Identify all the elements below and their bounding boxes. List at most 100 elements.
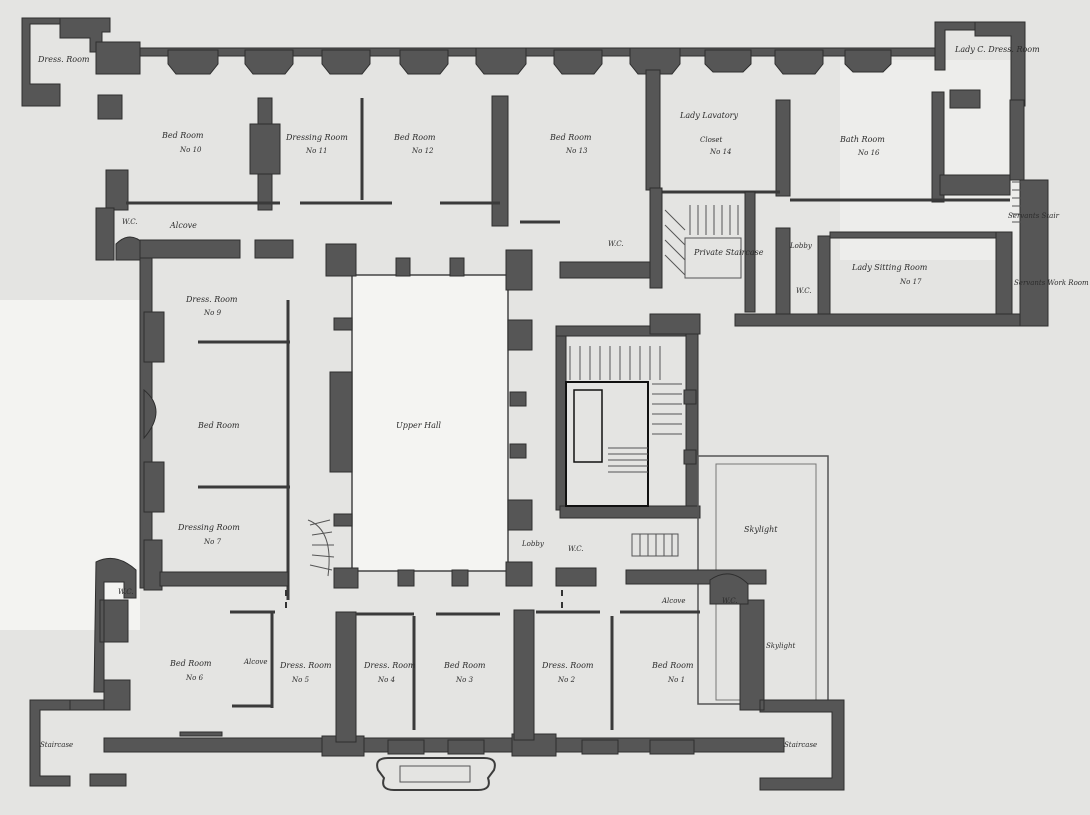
main-stair-pier-2: [683, 449, 697, 465]
ne-east-wall: [1009, 99, 1025, 181]
label-wc-lobby: W.C.: [796, 287, 812, 295]
label-dress-room-2: Dress. Room: [541, 661, 594, 670]
label-bed-room-1: Bed Room: [651, 661, 694, 670]
main-stair-west-wall: [555, 329, 567, 511]
label-no-10: No 10: [179, 146, 202, 154]
hall-column-ne: [505, 249, 533, 291]
label-no-9: No 9: [203, 309, 222, 317]
sitting-south-wall: [734, 313, 1036, 327]
main-stair-treads: [569, 346, 682, 473]
main-stair-inner: [573, 389, 603, 463]
label-bed-room-13: Bed Room: [549, 133, 592, 142]
servants-wall: [1019, 179, 1049, 327]
skylight-treads: [631, 533, 679, 557]
label-lobby-e: Lobby: [521, 540, 545, 548]
entrance-step: [399, 765, 471, 783]
se-alcove-bay: [709, 573, 749, 605]
label-bed-room-10: Bed Room: [161, 131, 204, 140]
north-window-piers: [167, 47, 892, 75]
hall-nw-pier: [254, 239, 294, 259]
nw-lower-wall: [139, 239, 241, 259]
label-dressing-room-7: Dressing Room: [177, 523, 240, 532]
label-bath-room: Bath Room: [839, 135, 885, 144]
main-stair-pier-1: [683, 389, 697, 405]
label-no-13: No 13: [565, 147, 588, 155]
hall-pier-e3: [509, 443, 527, 459]
label-upper-hall: Upper Hall: [396, 421, 441, 430]
west-wing: [139, 257, 335, 600]
hall-column-se: [505, 561, 533, 587]
label-no-1: No 1: [667, 676, 685, 684]
label-no-11: No 11: [305, 147, 327, 155]
hall-fireplace: [329, 371, 353, 473]
label-no-17: No 17: [899, 278, 922, 286]
private-stair-treads: [664, 205, 742, 279]
hall-pier-e1: [507, 319, 533, 351]
sitting-west-wall: [817, 235, 831, 327]
nw-pier-2: [105, 169, 129, 211]
label-servants-stair: Servants Stair: [1008, 212, 1060, 220]
label-bed-room-3: Bed Room: [443, 661, 486, 670]
stair-west-wall: [649, 187, 663, 289]
label-no-6: No 6: [185, 674, 204, 682]
servants-stair-treads: [1012, 181, 1044, 223]
partition-13-14: [645, 69, 661, 191]
label-dress-room-4: Dress. Room: [363, 661, 416, 670]
label-bed-room-w: Bed Room: [197, 421, 240, 430]
label-wc-sw: W.C.: [118, 588, 134, 596]
hall-column-s1: [397, 569, 415, 587]
partition-3-2: [513, 609, 535, 741]
se-staircase-tower: [739, 599, 845, 791]
label-wc-nw: W.C.: [122, 218, 138, 226]
paper-fade-right: [840, 60, 1020, 260]
se-hall-block: [555, 567, 597, 587]
main-stair-area: [555, 313, 829, 705]
sitting-north-wall: [829, 231, 1001, 239]
label-no-3: No 3: [455, 676, 474, 684]
label-no-5: No 5: [291, 676, 310, 684]
partition-10-11-chimney: [249, 123, 281, 175]
nw-pier-1: [97, 94, 123, 120]
label-wc-e: W.C.: [568, 545, 584, 553]
hall-pier-w1: [333, 317, 353, 331]
label-skylight: Skylight: [744, 525, 778, 534]
upper-hall: [325, 243, 533, 589]
label-dressing-room-11: Dressing Room: [285, 133, 348, 142]
stair-east-wall: [744, 191, 756, 313]
partition-14-15: [775, 99, 791, 197]
label-bed-room-12: Bed Room: [393, 133, 436, 142]
upper-hall-floor: [351, 274, 509, 572]
west-bay: [143, 388, 157, 440]
west-south-wall: [159, 571, 289, 587]
wc-n-wall: [559, 261, 651, 279]
label-wc-s: W.C.: [722, 597, 738, 605]
hall-pier-e4: [507, 499, 533, 531]
south-window-piers: [179, 731, 695, 757]
hall-column-n1: [395, 257, 411, 277]
label-dress-room-nw: Dress. Room: [37, 55, 90, 64]
label-lady-lavatory: Lady Lavatory: [679, 111, 738, 120]
label-staircase-se: Staircase: [784, 741, 817, 749]
main-stair-ne-block: [649, 313, 701, 335]
lobby-west-wall: [775, 227, 791, 319]
west-window-2: [143, 461, 165, 513]
sitting-east-wall: [995, 231, 1013, 323]
label-staircase-sw: Staircase: [40, 741, 73, 749]
west-stair: [307, 519, 335, 577]
label-dress-room-9: Dress. Room: [185, 295, 238, 304]
label-lady-lavatory-sub: Closet: [700, 136, 723, 144]
partition-5-4: [335, 611, 357, 743]
label-no-12: No 12: [411, 147, 434, 155]
hall-pier-e2: [509, 391, 527, 407]
south-wing: [29, 557, 845, 791]
entrance-porch: [376, 757, 496, 791]
label-no-14: No 14: [709, 148, 731, 156]
bath-fitting: [939, 174, 1011, 196]
main-stair-east-wall: [685, 325, 699, 517]
hall-column-sw: [333, 567, 359, 589]
hall-column-n2: [449, 257, 465, 277]
label-wc-n: W.C.: [608, 240, 624, 248]
room-labels: Dress. Room Lady C. Dress. Room Bed Room…: [37, 45, 1089, 749]
hall-column-s2: [451, 569, 469, 587]
